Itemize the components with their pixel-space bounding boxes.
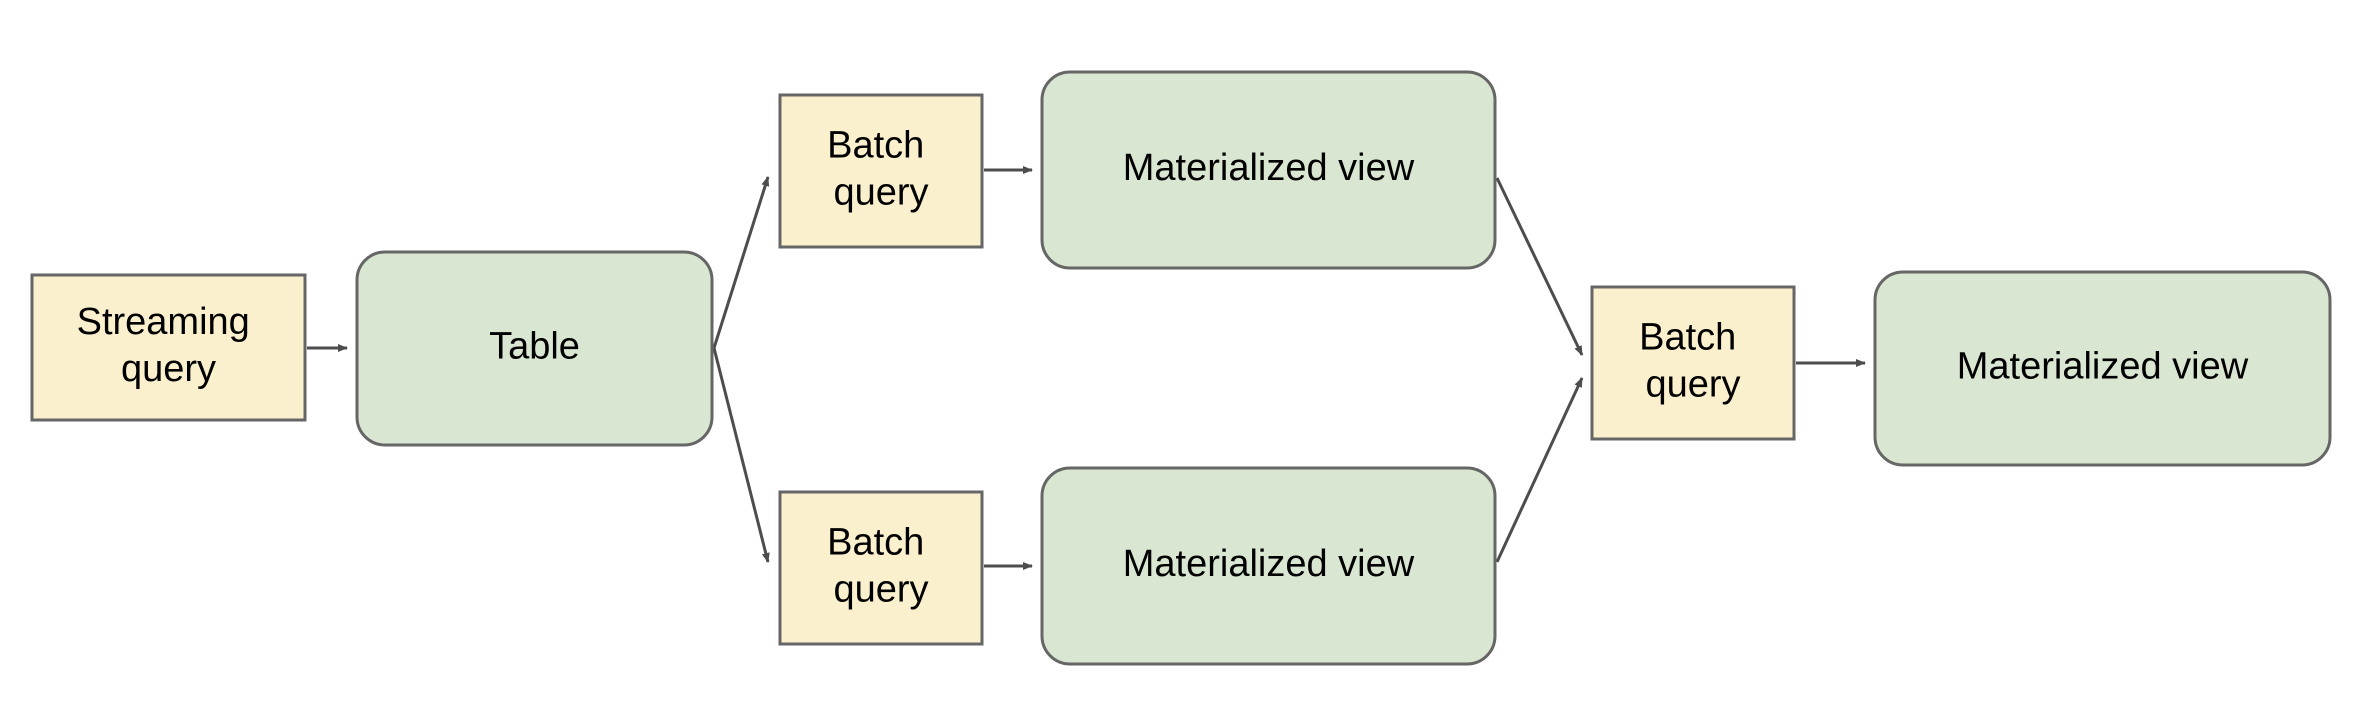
node-batch-query-top-shape[interactable] xyxy=(778,93,984,249)
node-materialized-view-final-shape[interactable] xyxy=(1873,270,2332,467)
node-streaming-query-line2: query xyxy=(121,348,216,390)
node-materialized-view-bottom-shape[interactable] xyxy=(1040,466,1497,666)
node-streaming-query-shape[interactable] xyxy=(30,273,307,422)
node-table[interactable]: Table xyxy=(355,250,714,447)
node-batch-query-top-label: Batch query xyxy=(827,124,935,213)
edge-view-top-to-batch-join xyxy=(1495,177,1584,356)
node-batch-query-join-line1: Batch xyxy=(1639,316,1736,358)
node-materialized-view-final-line1: Materialized view xyxy=(1957,346,2249,388)
node-batch-query-bottom-shape[interactable] xyxy=(778,490,984,646)
node-batch-query-bottom-label: Batch query xyxy=(827,521,935,610)
node-batch-query-join-line2: query xyxy=(1645,364,1740,406)
node-batch-query-top-line2: query xyxy=(833,172,928,214)
node-batch-query-join-shape[interactable] xyxy=(1590,285,1796,441)
node-materialized-view-top[interactable]: Materialized view xyxy=(1040,70,1497,270)
node-streaming-query[interactable]: Streaming query xyxy=(30,273,307,422)
node-batch-query-top[interactable]: Batch query xyxy=(778,93,984,249)
node-batch-query-join[interactable]: Batch query xyxy=(1590,285,1796,441)
nodes-layer: Streaming query Table Batch query xyxy=(30,70,2332,666)
node-batch-query-bottom-line2: query xyxy=(833,569,928,611)
node-materialized-view-top-label: Materialized view xyxy=(1123,147,1415,189)
node-batch-query-top-line1: Batch xyxy=(827,124,924,166)
edge-view-bottom-to-batch-join xyxy=(1495,377,1584,563)
edges-layer xyxy=(307,166,1866,570)
edge-table-to-batch-top xyxy=(712,176,770,349)
node-table-line1: Table xyxy=(489,326,580,368)
node-batch-query-join-label: Batch query xyxy=(1639,316,1747,405)
node-table-shape[interactable] xyxy=(355,250,714,447)
node-batch-query-bottom[interactable]: Batch query xyxy=(778,490,984,646)
node-materialized-view-top-shape[interactable] xyxy=(1040,70,1497,270)
node-streaming-query-label: Streaming query xyxy=(77,301,261,390)
node-materialized-view-bottom[interactable]: Materialized view xyxy=(1040,466,1497,666)
node-materialized-view-final-label: Materialized view xyxy=(1957,346,2249,388)
node-batch-query-bottom-line1: Batch xyxy=(827,521,924,563)
node-streaming-query-line1: Streaming xyxy=(77,301,250,343)
node-materialized-view-bottom-line1: Materialized view xyxy=(1123,543,1415,585)
node-materialized-view-top-line1: Materialized view xyxy=(1123,147,1415,189)
node-table-label: Table xyxy=(489,326,580,368)
node-materialized-view-final[interactable]: Materialized view xyxy=(1873,270,2332,467)
edge-table-to-batch-bottom xyxy=(712,347,770,563)
node-materialized-view-bottom-label: Materialized view xyxy=(1123,543,1415,585)
